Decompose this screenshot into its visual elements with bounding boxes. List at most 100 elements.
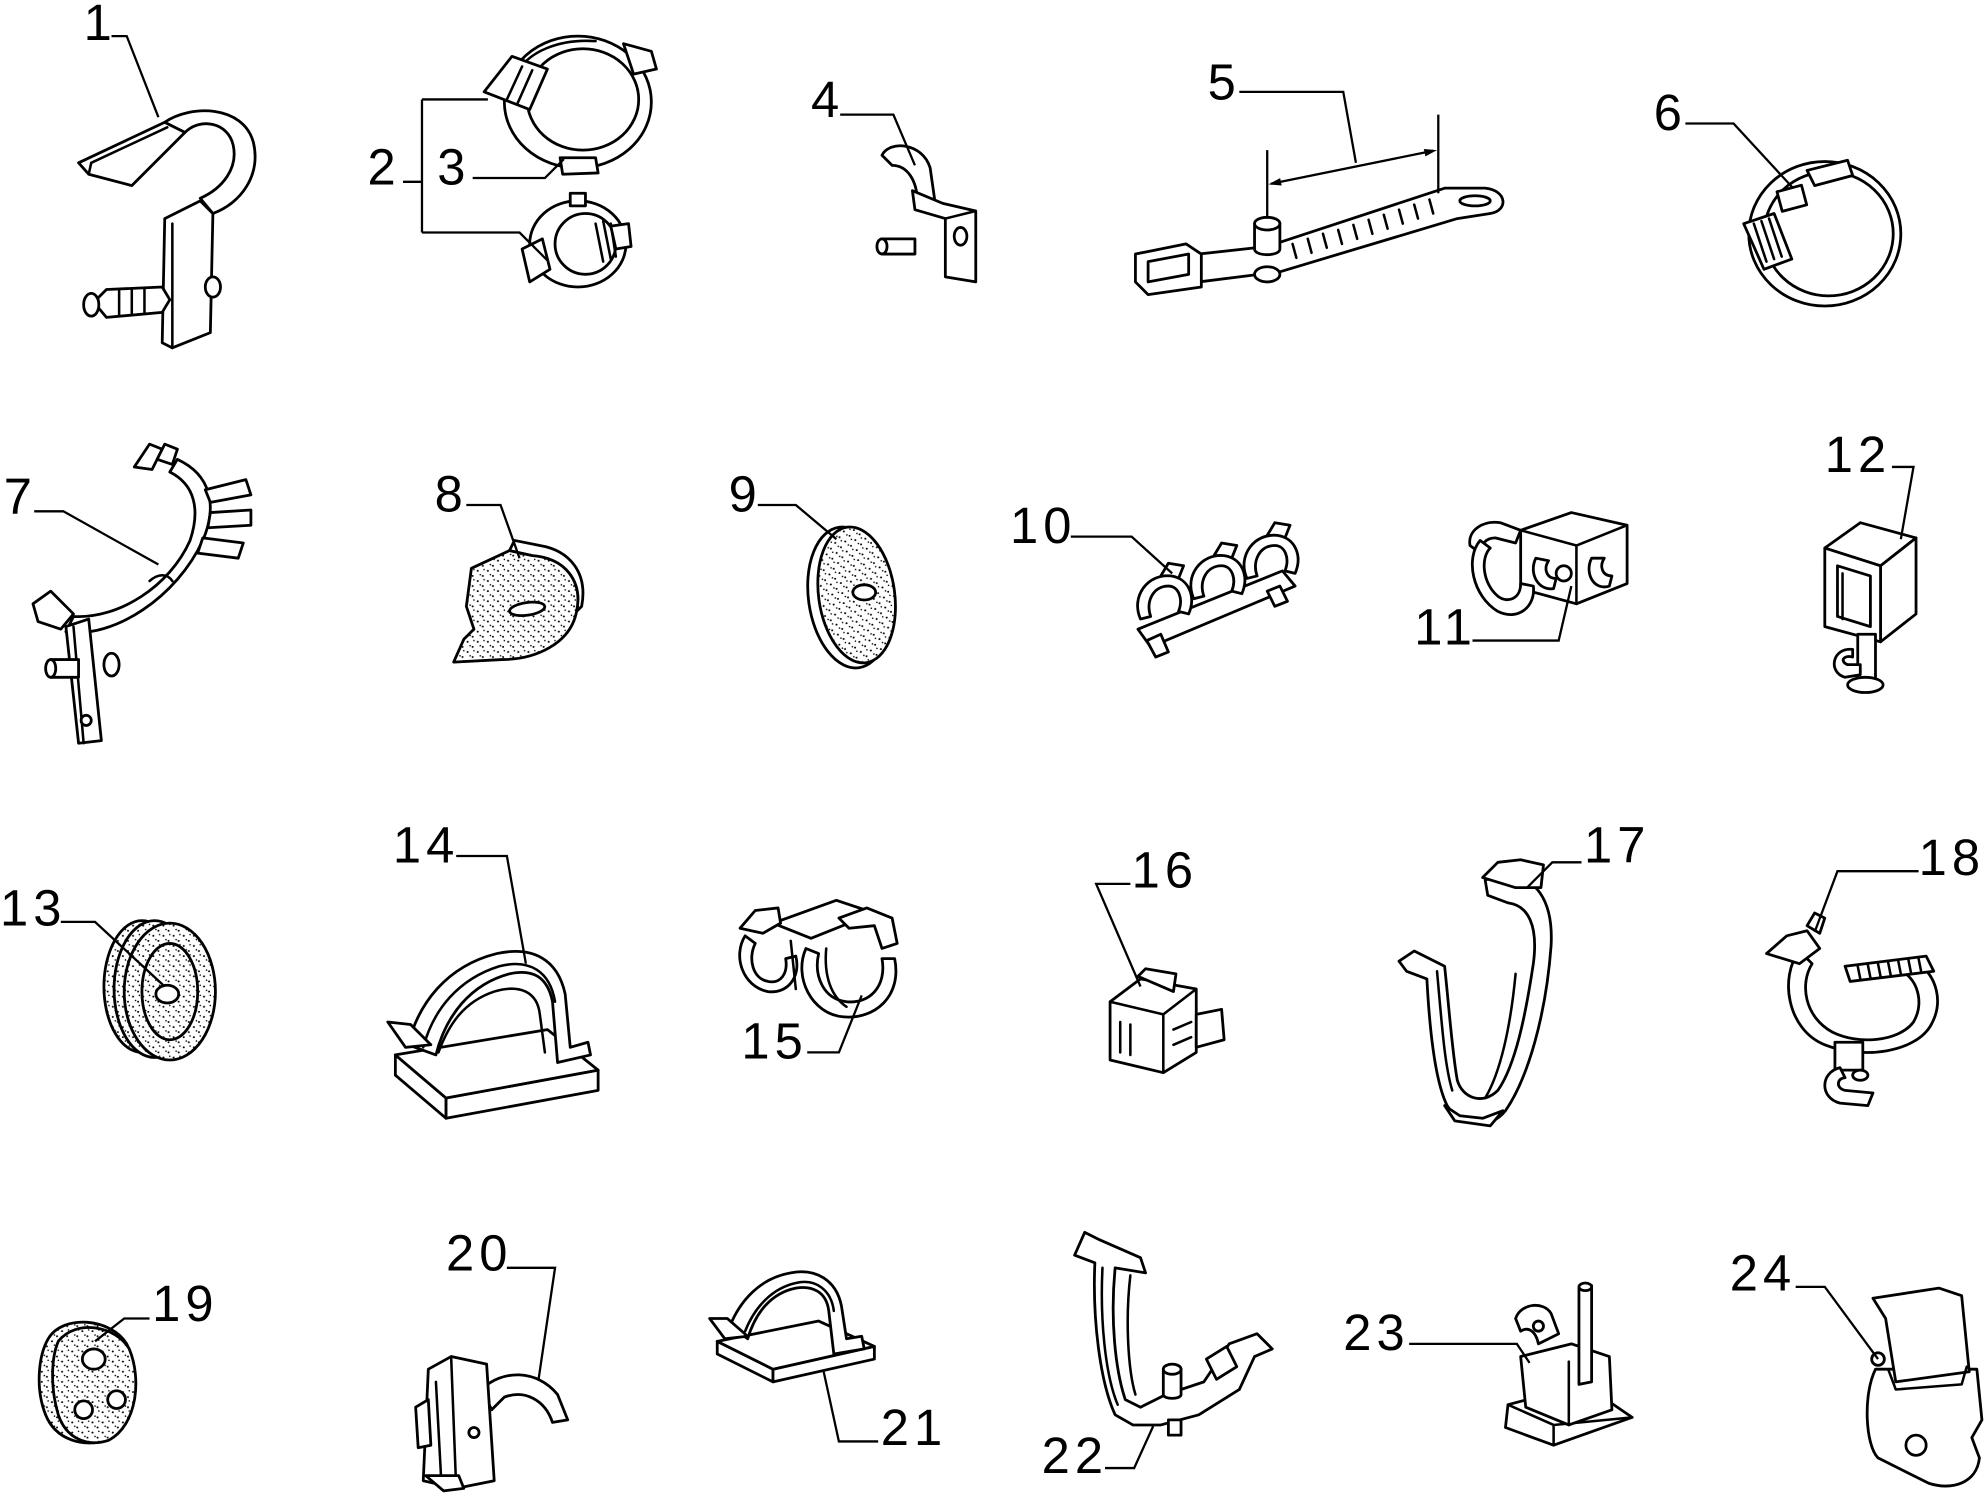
callout-label-4: 4 [811, 71, 844, 128]
callout-label-19: 19 [152, 1275, 219, 1332]
part-6 [1742, 158, 1903, 308]
part-6-detail [1775, 183, 1809, 213]
part-23-detail [1506, 1403, 1634, 1447]
part-4-detail [952, 226, 969, 247]
part-10-detail [1242, 521, 1300, 580]
leader-line-12 [1891, 465, 1915, 540]
part-22-detail [1161, 1362, 1183, 1376]
part-18-detail [1833, 1040, 1865, 1072]
part-23-detail [1577, 1284, 1594, 1386]
part-7-detail [79, 713, 93, 727]
leader-line-8 [466, 503, 521, 559]
part-10-detail [1242, 533, 1300, 580]
part-21 [708, 1270, 876, 1384]
leader-line-1 [111, 34, 160, 118]
part-20-detail [434, 1355, 458, 1490]
leader-line-18 [1813, 870, 1919, 933]
leader-line-2 [402, 98, 549, 262]
part-20-detail [424, 1474, 466, 1493]
callout-label-1: 1 [84, 0, 117, 51]
part-5-detail [1291, 198, 1435, 260]
leader-line-7 [34, 510, 159, 566]
part-19 [37, 1320, 138, 1445]
part-16-detail [1194, 1007, 1226, 1049]
part-1-detail [82, 291, 101, 318]
part-22-detail [1100, 1266, 1137, 1406]
part-12-detail [1832, 648, 1862, 679]
part-2-detail [609, 222, 633, 251]
callout-label-3: 3 [437, 138, 470, 195]
part-1-detail [203, 275, 222, 299]
leader-line-20 [506, 1266, 557, 1380]
part-22-detail [1204, 1345, 1239, 1381]
part-7-detail [203, 478, 253, 504]
part-2 [520, 191, 633, 289]
part-1-detail [163, 109, 257, 215]
part-15-detail [837, 906, 899, 950]
part-13-detail [154, 983, 181, 1005]
part-3-detail [622, 42, 658, 76]
leader-line-23 [1409, 1342, 1531, 1364]
part-5-detail [1197, 186, 1505, 284]
part-6-detail [1752, 217, 1783, 263]
leader-line-22 [1105, 1425, 1155, 1470]
part-1 [77, 109, 257, 350]
part-22-detail [1161, 1367, 1183, 1400]
part-1-detail [117, 288, 146, 318]
part-8 [452, 539, 585, 664]
part-10 [1136, 521, 1300, 659]
part-6-detail [1805, 158, 1855, 188]
part-19-detail [106, 1389, 127, 1410]
callout-label-5: 5 [1208, 53, 1241, 110]
part-7-detail [31, 589, 75, 631]
callout-label-16: 16 [1132, 842, 1199, 899]
part-15-detail [789, 939, 848, 1009]
part-11-detail [1587, 556, 1614, 589]
part-7-detail [206, 508, 253, 530]
part-7-detail [155, 442, 179, 466]
part-5-detail [1253, 265, 1282, 284]
part-5-detail [1253, 222, 1282, 257]
part-12 [1823, 521, 1918, 694]
leader-line-14 [456, 854, 528, 964]
part-1-detail [160, 199, 215, 350]
leader-lines [34, 34, 1919, 1470]
callout-label-8: 8 [435, 465, 468, 522]
part-14-detail [393, 1028, 600, 1100]
leader-line-21 [822, 1371, 879, 1443]
part-20-detail [421, 1355, 496, 1490]
part-8-detail [508, 600, 547, 618]
part-10-detail [1189, 541, 1247, 601]
part-3-detail [525, 47, 641, 152]
part-4-detail [880, 144, 937, 205]
leader-line-11 [1472, 585, 1573, 642]
callout-label-12: 12 [1825, 426, 1892, 483]
part-7 [31, 442, 253, 745]
part-5-detail [1253, 215, 1282, 232]
part-7-detail [148, 574, 174, 583]
part-21-detail [743, 1280, 836, 1333]
leader-line-16 [1094, 882, 1142, 987]
part-14-detail [386, 1020, 433, 1049]
leader-line-17 [1526, 861, 1582, 889]
leader-line-9 [757, 503, 838, 541]
part-9-detail [851, 583, 878, 602]
callout-label-24: 24 [1730, 1245, 1797, 1302]
part-23-detail [1577, 1281, 1594, 1293]
callout-label-11: 11 [1414, 598, 1477, 655]
part-11-detail [1519, 523, 1629, 606]
part-15-detail [738, 934, 799, 994]
leader-line-15 [807, 994, 863, 1054]
part-2-detail [520, 237, 552, 284]
part-5 [1134, 114, 1505, 296]
part-3 [482, 34, 658, 176]
leader-line-3 [472, 158, 565, 180]
part-4-detail [911, 189, 978, 284]
callout-label-18: 18 [1919, 829, 1986, 886]
part-2-detail [568, 191, 587, 208]
callout-label-9: 9 [729, 465, 762, 522]
part-24-detail [1865, 1367, 1984, 1488]
